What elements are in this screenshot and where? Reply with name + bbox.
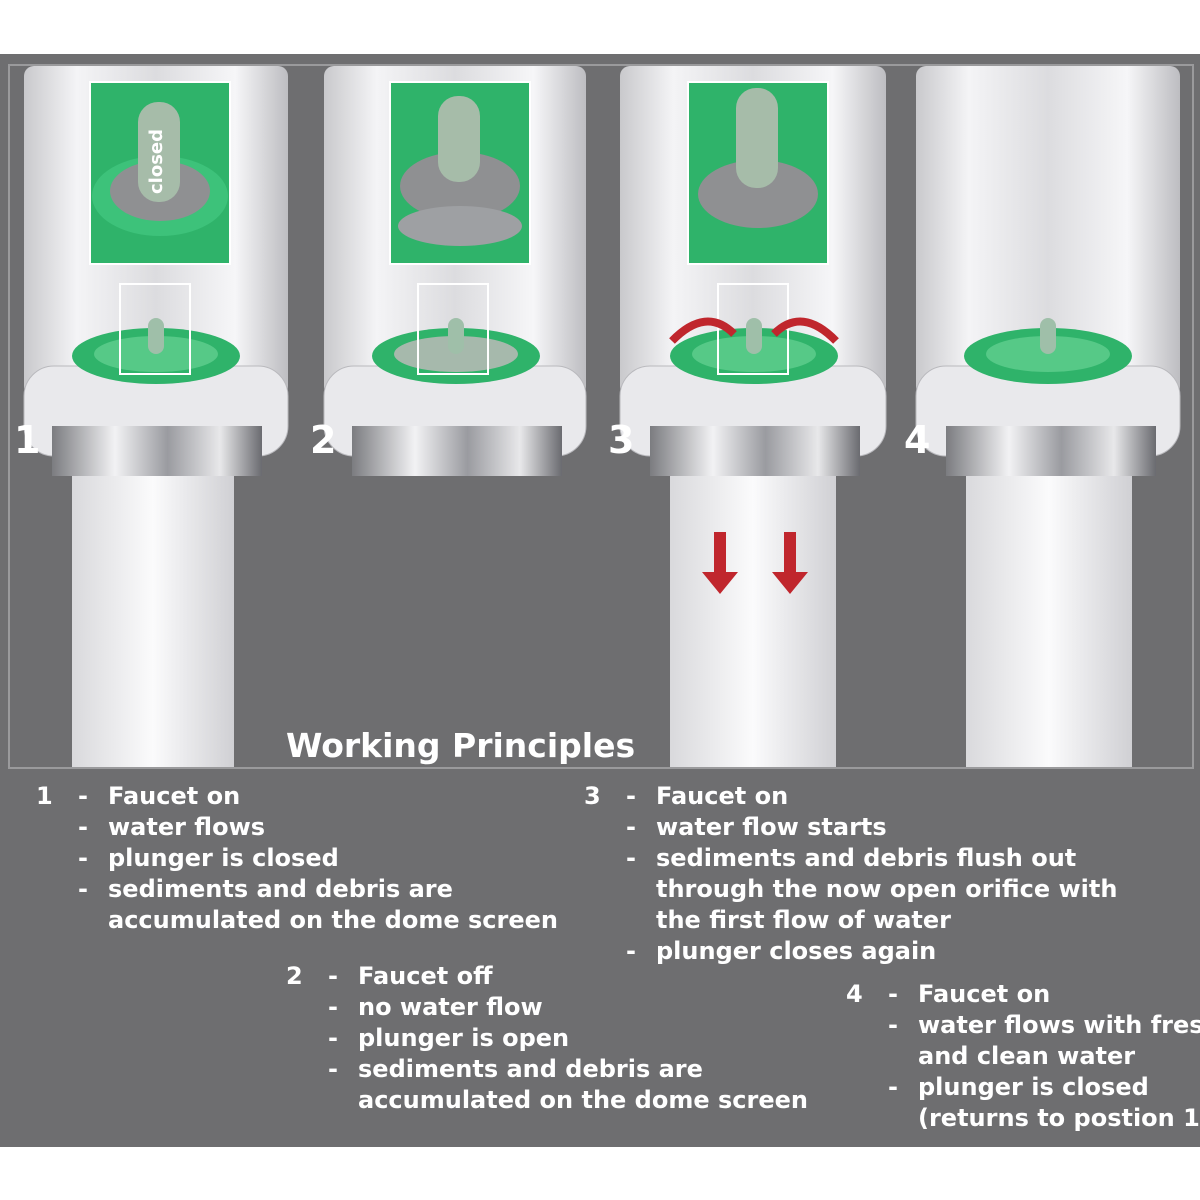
step-number: 4 <box>846 980 863 1008</box>
step-number: 1 <box>36 782 53 810</box>
faucet-1-illustration: closed <box>23 66 289 767</box>
step-line: the first flow of water <box>656 906 951 934</box>
step-line: Faucet on <box>918 980 1051 1008</box>
closed-label: closed <box>146 129 167 194</box>
faucet-2-illustration <box>323 66 587 476</box>
panel-number: 1 <box>14 418 41 462</box>
step-line: sediments and debris are <box>358 1055 703 1083</box>
step-1-description: 1-Faucet on -water flows -plunger is clo… <box>36 782 558 934</box>
step-line: water flows <box>108 813 266 841</box>
step-number: 2 <box>286 962 303 990</box>
step-line: and clean water <box>918 1042 1136 1070</box>
step-line: water flow starts <box>656 813 887 841</box>
step-line: Faucet on <box>108 782 241 810</box>
diagram-title: Working Principles <box>286 726 636 765</box>
step-2-description: 2-Faucet off -no water flow -plunger is … <box>286 962 808 1114</box>
panel-1: closed 1 <box>10 66 306 767</box>
step-line: plunger is open <box>358 1024 570 1052</box>
step-line: plunger closes again <box>656 937 937 965</box>
step-line: Faucet off <box>358 962 493 990</box>
panel-3: 3 <box>606 66 902 767</box>
panel-number: 3 <box>608 418 635 462</box>
step-line: accumulated on the dome screen <box>108 906 558 934</box>
step-line: plunger is closed <box>918 1073 1149 1101</box>
photo-frame: closed 1 2 <box>8 64 1194 769</box>
step-number: 3 <box>584 782 601 810</box>
step-line: sediments and debris flush out <box>656 844 1077 872</box>
step-line: through the now open orifice with <box>656 875 1118 903</box>
step-3-description: 3-Faucet on -water flow starts -sediment… <box>584 782 1118 965</box>
step-line: Faucet on <box>656 782 789 810</box>
step-line: no water flow <box>358 993 543 1021</box>
step-line: sediments and debris are <box>108 875 453 903</box>
step-line: water flows with fresh <box>918 1011 1200 1039</box>
panel-2: 2 <box>310 66 602 767</box>
step-line: accumulated on the dome screen <box>358 1086 808 1114</box>
panel-4: 4 <box>904 66 1192 767</box>
faucet-3-illustration <box>619 66 887 767</box>
panel-number: 4 <box>904 418 931 462</box>
faucet-4-illustration <box>915 66 1181 767</box>
diagram-board: closed 1 2 <box>0 54 1200 1147</box>
step-4-description: 4-Faucet on -water flows with fresh and … <box>846 979 1200 1134</box>
panel-number: 2 <box>310 418 337 462</box>
step-line: (returns to postion 1) <box>918 1104 1200 1132</box>
flow-arrows <box>702 532 808 594</box>
step-line: plunger is closed <box>108 844 339 872</box>
